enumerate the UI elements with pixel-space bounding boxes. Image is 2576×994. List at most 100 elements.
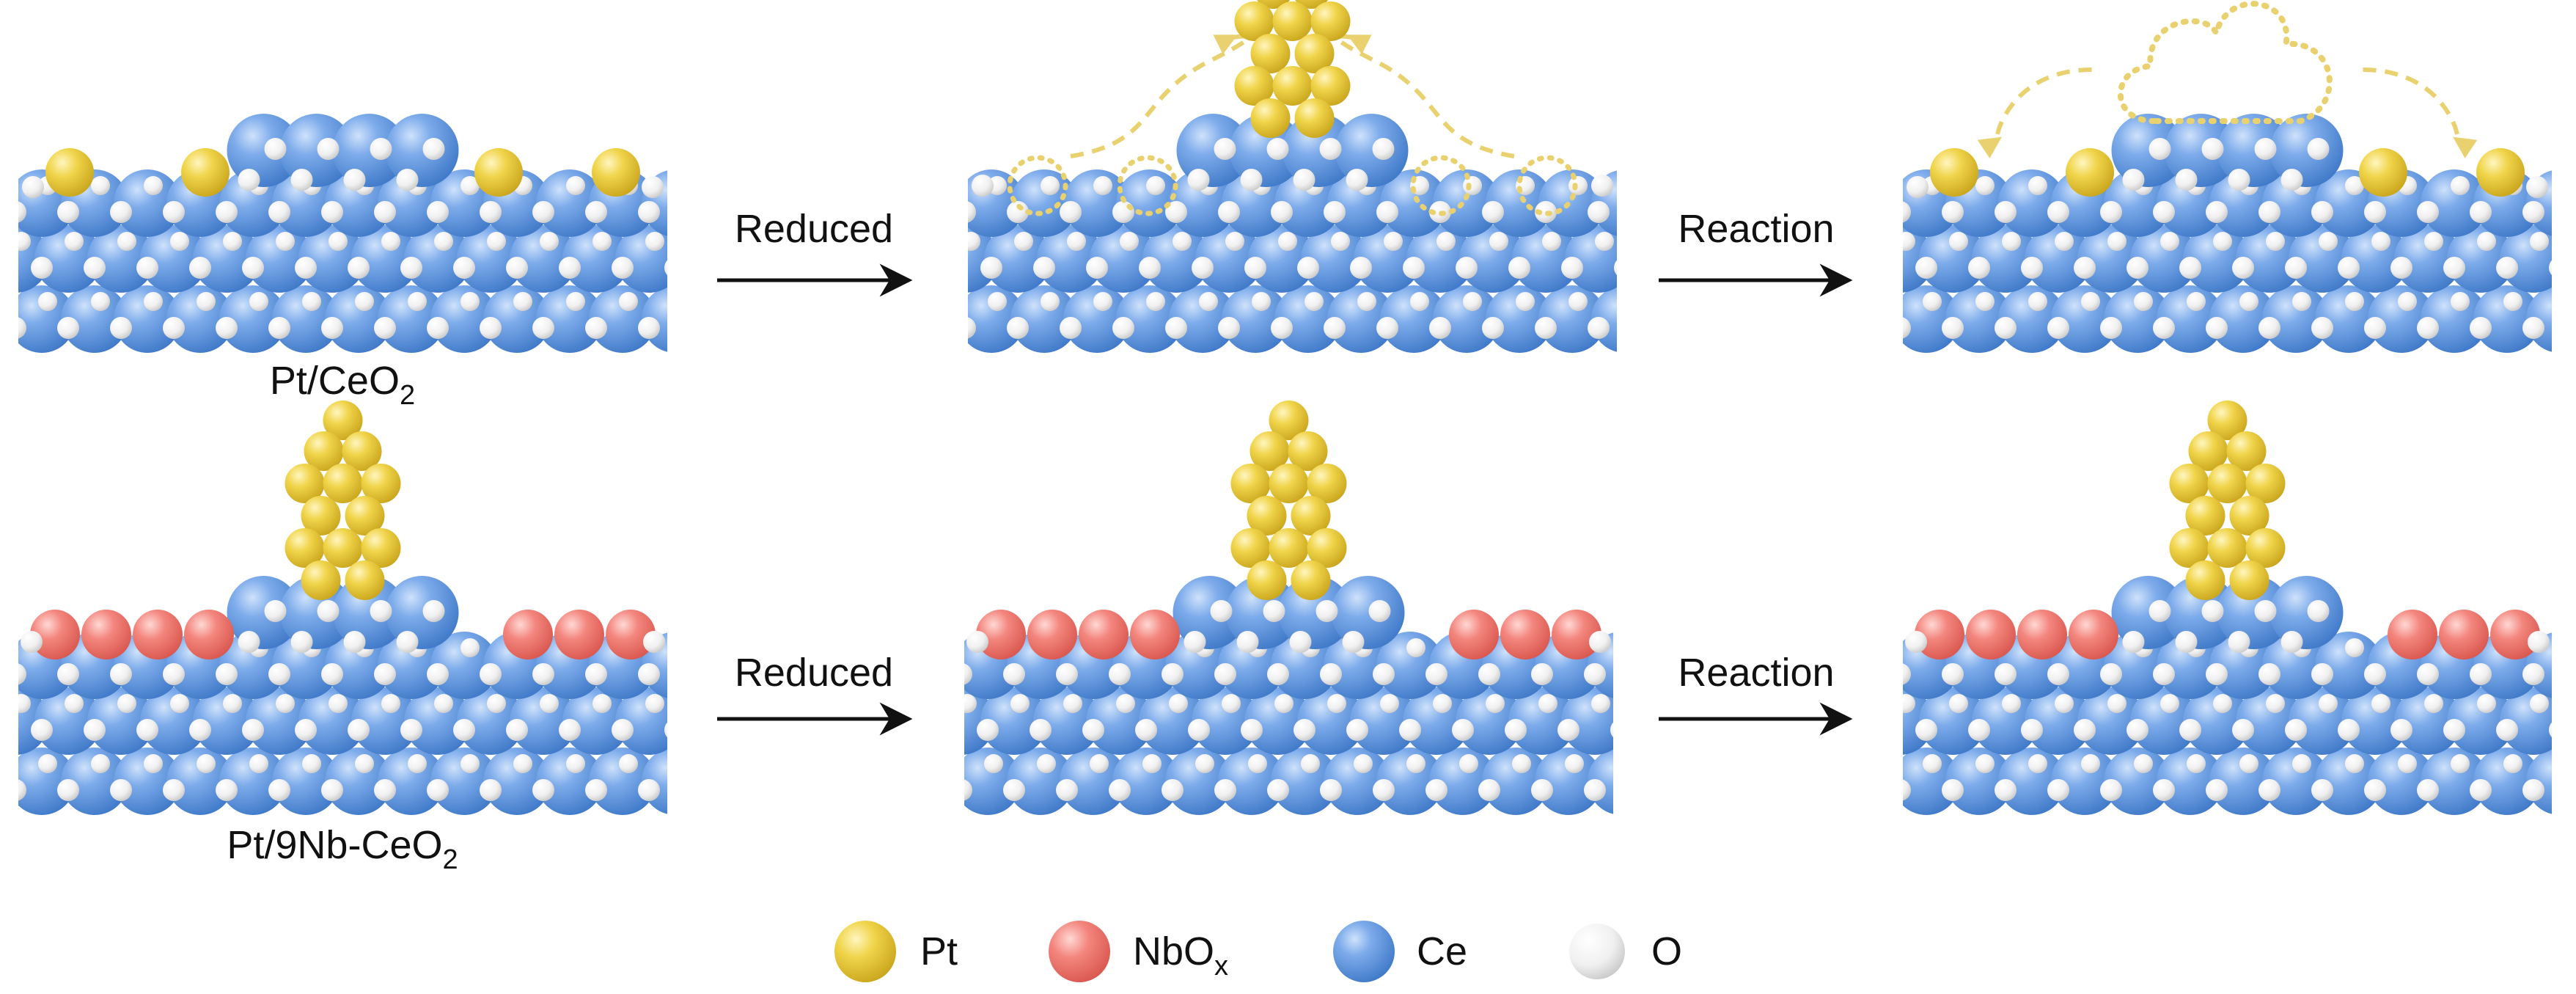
o-atom xyxy=(1067,232,1086,251)
o-atom xyxy=(31,257,53,279)
arrow-label-reduced-row2: Reduced xyxy=(735,651,893,695)
o-atom xyxy=(2153,201,2175,223)
o-atom xyxy=(2107,694,2127,713)
o-atom xyxy=(2074,719,2096,741)
o-atom xyxy=(57,779,79,801)
o-atom xyxy=(1489,232,1508,251)
ce-atom xyxy=(1335,114,1409,187)
o-atom xyxy=(422,600,445,622)
row1-panel2 xyxy=(968,0,1617,353)
o-atom xyxy=(2153,317,2175,339)
o-atom xyxy=(460,754,480,773)
o-atom xyxy=(638,201,660,223)
ce-atom xyxy=(1116,285,1184,353)
o-atom xyxy=(216,663,238,685)
o-atom xyxy=(1557,719,1579,741)
o-atom xyxy=(2179,719,2201,741)
o-atom xyxy=(2443,719,2465,741)
ce-atom xyxy=(2421,748,2488,815)
o-atom xyxy=(18,201,26,223)
o-atom xyxy=(1210,600,1233,622)
o-atom xyxy=(1222,694,1241,713)
arrow-label-reaction-row1: Reaction xyxy=(1678,207,1834,251)
o-atom xyxy=(2175,169,2198,191)
o-atom xyxy=(1478,663,1500,685)
ce-atom xyxy=(1512,225,1579,293)
row1-panel3 xyxy=(1903,1,2575,353)
o-atom xyxy=(1373,779,1395,801)
ce-atom xyxy=(1165,748,1233,815)
pt-atom xyxy=(285,464,325,503)
ce-atom xyxy=(1033,687,1101,755)
o-atom xyxy=(1905,631,1927,653)
pt-atom xyxy=(1269,464,1309,503)
o-atom xyxy=(22,176,44,198)
o-atom xyxy=(1346,719,1368,741)
nb-atom xyxy=(1500,610,1550,659)
o-atom xyxy=(532,201,554,223)
ce-atom xyxy=(1614,687,1681,755)
pt-atom-icon xyxy=(834,921,896,982)
ce-atom xyxy=(589,285,656,353)
ce-atom xyxy=(430,285,498,353)
o-atom xyxy=(2307,600,2330,622)
ce-atom xyxy=(1508,687,1576,755)
o-atom xyxy=(566,292,585,311)
o-atom xyxy=(2338,257,2360,279)
pt-cluster xyxy=(285,401,401,600)
o-atom xyxy=(290,631,313,653)
o-atom xyxy=(2292,292,2311,311)
legend-item-pt: Pt xyxy=(834,921,958,982)
ce-atom xyxy=(2315,285,2382,353)
slab xyxy=(1903,114,2575,353)
vacancy-ring xyxy=(1516,155,1578,216)
o-atom xyxy=(1399,719,1421,741)
o-atom xyxy=(329,694,348,713)
o-atom xyxy=(612,719,634,741)
o-atom xyxy=(585,317,607,339)
o-atom xyxy=(1327,694,1346,713)
o-atom xyxy=(1060,317,1082,339)
o-atom xyxy=(592,232,612,251)
o-atom xyxy=(2201,600,2224,622)
o-atom xyxy=(1319,138,1342,160)
ce-atom xyxy=(2421,169,2488,237)
o-atom xyxy=(1568,176,1588,195)
ce-atom xyxy=(1998,169,2066,237)
ce-atom xyxy=(2341,687,2409,755)
o-atom xyxy=(2028,176,2047,195)
o-atom xyxy=(1033,257,1055,279)
o-atom xyxy=(1429,317,1451,339)
o-atom-icon xyxy=(1569,924,1625,979)
o-atom xyxy=(2153,663,2175,685)
o-atom xyxy=(2556,292,2575,311)
slab xyxy=(968,114,1617,353)
ce-atom xyxy=(1406,225,1474,293)
o-atom xyxy=(31,719,53,741)
o-atom xyxy=(1903,201,1911,223)
o-atom xyxy=(1482,201,1504,223)
ce-atom xyxy=(536,748,603,815)
pt-atom xyxy=(2188,431,2228,471)
o-atom xyxy=(163,317,185,339)
ce-atom xyxy=(351,687,419,755)
o-atom xyxy=(2556,754,2575,773)
o-atom xyxy=(374,201,396,223)
o-atom xyxy=(1324,201,1346,223)
o-atom xyxy=(487,232,506,251)
pt-atom xyxy=(1930,148,1978,197)
o-atom xyxy=(1304,292,1324,311)
o-atom xyxy=(117,694,136,713)
ce-atom xyxy=(2394,687,2462,755)
o-atom xyxy=(1591,175,1613,197)
o-atom xyxy=(427,317,449,339)
o-atom xyxy=(434,232,453,251)
o-atom xyxy=(2127,257,2148,279)
o-atom xyxy=(1376,201,1398,223)
o-atom xyxy=(1870,754,1889,773)
o-atom xyxy=(2398,754,2417,773)
o-atom xyxy=(2398,292,2417,311)
o-atom xyxy=(1214,779,1236,801)
o-atom xyxy=(1456,257,1478,279)
o-atom xyxy=(276,232,295,251)
